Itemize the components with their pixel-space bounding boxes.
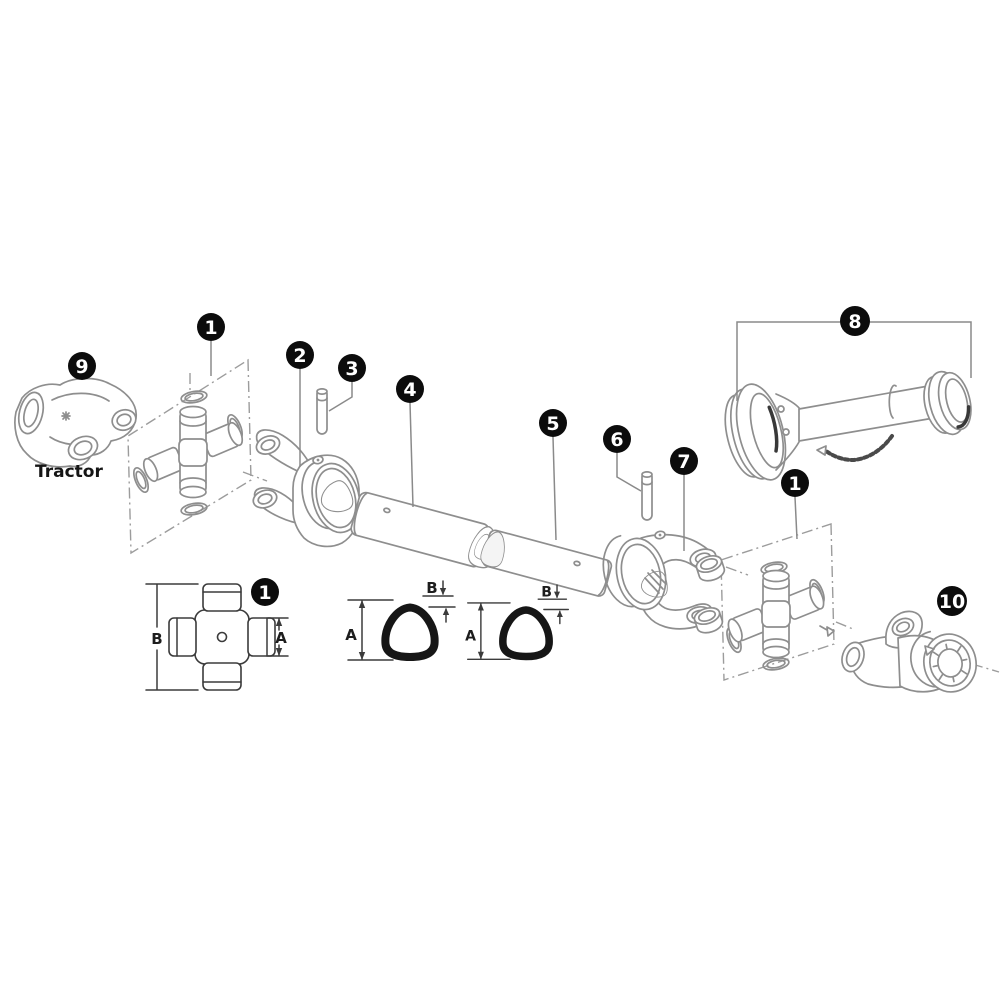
- dashed-plane-left: [127, 358, 252, 555]
- svg-text:1: 1: [258, 582, 271, 604]
- svg-text:9: 9: [75, 356, 88, 378]
- part-guard-assembly: [724, 370, 972, 481]
- callout-badge-outer-yoke: 2: [286, 341, 314, 369]
- dim-b-label: B: [151, 630, 162, 648]
- dimension-a: A: [465, 602, 511, 661]
- callout-badge-cross-left: 1: [197, 313, 225, 341]
- dim-a-label: A: [465, 629, 476, 645]
- svg-text:10: 10: [939, 591, 965, 613]
- detail-cross-journal-dimensions: B A: [145, 583, 289, 691]
- svg-text:5: 5: [546, 413, 559, 435]
- callout-badge-tractor-yoke: 9: [68, 352, 96, 380]
- guard-tube: [798, 384, 935, 442]
- callout-badge-pin-left: 3: [338, 354, 366, 382]
- part-inner-profile-tube: [480, 529, 613, 597]
- callout-badge-implement-yoke: 10: [937, 586, 967, 616]
- part-implement-end-yoke: [841, 610, 977, 693]
- dimension-b: B: [422, 579, 456, 623]
- part-outer-profile-tube: [350, 491, 497, 569]
- dashed-plane-right: [720, 523, 835, 681]
- grease-zerk-icon: [819, 625, 835, 637]
- svg-text:7: 7: [677, 451, 690, 473]
- part-cross-journal-left: [132, 390, 244, 516]
- svg-text:3: 3: [345, 358, 358, 380]
- callout-badge-inner-yoke: 7: [670, 447, 698, 475]
- callout-badge-outer-tube: 4: [396, 375, 424, 403]
- svg-text:2: 2: [293, 345, 306, 367]
- guard-chain: [824, 434, 894, 463]
- dim-a-label: A: [345, 626, 357, 644]
- svg-text:8: 8: [848, 311, 861, 333]
- splined-hub: [923, 633, 977, 693]
- bearing-cups: [693, 554, 726, 634]
- callout-badge-inner-tube: 5: [539, 409, 567, 437]
- callout-badge-pin-right: 6: [603, 425, 631, 453]
- part-cross-journal-right: [726, 561, 835, 671]
- dimension-b: B: [145, 583, 199, 691]
- part-outer-tube-yoke: [252, 429, 361, 548]
- callout-badge-cross-detail: 1: [251, 578, 279, 606]
- dim-b-label: B: [541, 584, 552, 600]
- svg-text:1: 1: [204, 317, 217, 339]
- detail-tube-section-inner: A B: [465, 584, 570, 661]
- dimension-a: A: [345, 599, 394, 661]
- part-roll-pin-right: [641, 471, 653, 521]
- dim-b-label: B: [426, 579, 437, 597]
- dimension-b: B: [537, 584, 570, 625]
- callout-badge-guard: 8: [840, 306, 870, 336]
- svg-text:4: 4: [403, 379, 416, 401]
- detail-tube-section-outer: A B: [345, 579, 456, 661]
- guard-bell-right: [923, 370, 972, 436]
- svg-text:1: 1: [788, 473, 801, 495]
- tractor-label: Tractor: [35, 462, 103, 482]
- dim-a-label: A: [275, 629, 287, 647]
- callout-badge-cross-right: 1: [781, 469, 809, 497]
- grease-fitting-icon: [61, 411, 71, 421]
- dimension-a: A: [267, 617, 289, 657]
- guard-bell-left: [724, 383, 787, 481]
- part-roll-pin-left: [316, 388, 328, 435]
- leader-lines: [210, 321, 972, 551]
- part-tractor-end-yoke: [14, 377, 137, 468]
- svg-text:6: 6: [610, 429, 623, 451]
